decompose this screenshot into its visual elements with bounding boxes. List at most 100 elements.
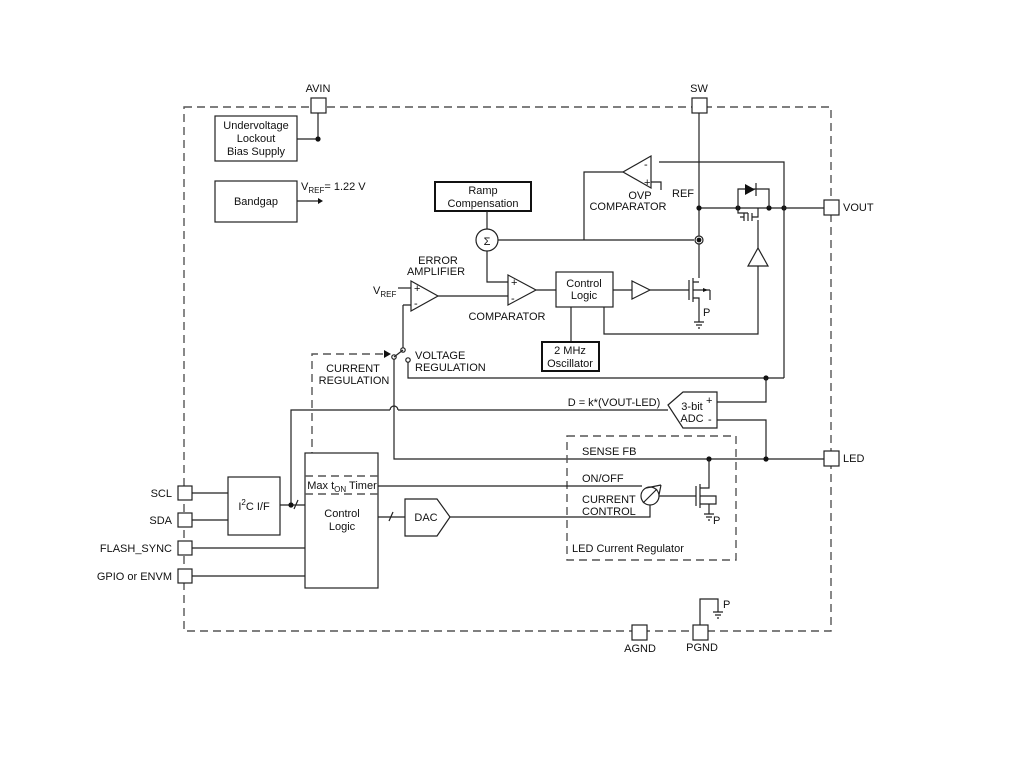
ramp-line-1: Ramp (468, 185, 497, 197)
error-amp-line-1: ERROR (418, 255, 458, 267)
voltage-regulation-line-2: REGULATION (415, 362, 486, 374)
sw-label: SW (690, 83, 708, 95)
variable-arrow-icon (642, 484, 662, 504)
nmos-icon (688, 278, 711, 322)
comparator-label: COMPARATOR (468, 311, 545, 323)
chip-boundary (183, 106, 832, 632)
vout-feedback-wire (659, 161, 785, 378)
ea-feedback-wire (402, 304, 411, 350)
avin-label: AVIN (306, 83, 331, 95)
error-amp-line-2: AMPLIFIER (407, 266, 465, 278)
junction-dot (288, 502, 294, 508)
sda-pin (177, 512, 193, 528)
max-ton-timer-label: Max tON Timer (307, 480, 377, 494)
current-control-line-1: CURRENT (582, 494, 636, 506)
ea-vref-label: VREF (373, 285, 396, 299)
control-logic-top-line-1: Control (566, 278, 601, 290)
diode-icon (745, 184, 755, 195)
sense-fb-wire (393, 359, 824, 460)
bus-slash (388, 511, 394, 522)
ovp-minus: - (644, 159, 648, 171)
uvlo-block (214, 115, 298, 162)
sda-label: SDA (149, 515, 172, 527)
diode-wire (737, 188, 770, 208)
adc-line-1: 3-bit (681, 401, 702, 413)
arrow-icon (703, 288, 708, 292)
flash-sync-label: FLASH_SYNC (100, 543, 172, 555)
i2c-label: I2C I/F (238, 498, 270, 513)
ground-icon (704, 513, 714, 521)
led-current-regulator-region (566, 435, 737, 561)
sw-pin (691, 97, 708, 114)
pmos-icon (737, 208, 759, 221)
oscillator-line-2: Oscillator (547, 358, 593, 370)
sense-fb-label: SENSE FB (582, 446, 636, 458)
adc-minus-wire (717, 419, 767, 459)
pgnd-label: PGND (686, 642, 718, 654)
led-label: LED (843, 453, 864, 465)
uvlo-line-3: Bias Supply (227, 146, 286, 158)
ground-icon (694, 321, 704, 329)
led-nmos-icon (695, 459, 717, 514)
current-control-line-2: CONTROL (582, 506, 636, 518)
d-equation: D = k*(VOUT-LED) (568, 397, 661, 409)
p-label-reg: P (713, 515, 720, 527)
junction-dot (696, 205, 702, 211)
current-control-wire (450, 505, 651, 518)
adc-line-2: ADC (680, 413, 703, 425)
current-regulation-line-1: CURRENT (326, 363, 380, 375)
avin-pin (310, 97, 327, 114)
pwm-comparator-triangle (507, 273, 538, 307)
bandgap-block (214, 180, 298, 223)
oscillator-block (541, 341, 600, 372)
control-logic-bottom-block (304, 452, 379, 589)
adc-output-wire (290, 409, 668, 505)
ovp-line-2: COMPARATOR (589, 201, 666, 213)
dac-label: DAC (414, 512, 437, 524)
pgnd-pin (692, 624, 709, 641)
current-regulation-line-2: REGULATION (319, 375, 390, 387)
adc-plus-wire (717, 378, 767, 403)
p-label-pgnd: P (723, 599, 730, 611)
uvlo-line-2: Lockout (237, 133, 276, 145)
junction-dot (696, 237, 702, 243)
adc-plus: + (706, 395, 712, 407)
vref-label: VREF= 1.22 V (301, 181, 366, 195)
ovp-plus: + (644, 177, 650, 189)
cmp-plus: + (511, 277, 517, 289)
gate-driver-triangle (631, 280, 652, 300)
pgnd-wire (699, 598, 719, 625)
flash-gpio-wires (192, 547, 305, 577)
junction-dot (763, 456, 769, 462)
ovp-input-wire (583, 171, 623, 240)
i2c-wires (192, 492, 228, 521)
error-amplifier-triangle (410, 279, 440, 313)
uvlo-line-1: Undervoltage (223, 120, 288, 132)
gpio-pin (177, 568, 193, 584)
adc-block (667, 391, 718, 429)
p-label-top: P (703, 307, 710, 319)
mode-switch (393, 349, 404, 358)
agnd-pin (631, 624, 648, 641)
vout-pin (823, 199, 840, 216)
arrow-icon (384, 350, 391, 358)
ovp-line-1: OVP (628, 190, 651, 202)
control-logic-top-block (555, 271, 614, 308)
gpio-label: GPIO or ENVM (97, 571, 172, 583)
switch-contact (405, 357, 411, 363)
bus-slash (293, 499, 299, 510)
oscillator-line-1: 2 MHz (554, 345, 586, 357)
avin-wire (297, 113, 319, 140)
buffer-triangle (746, 246, 770, 267)
flash-sync-pin (177, 540, 193, 556)
led-current-regulator-label: LED Current Regulator (572, 543, 684, 555)
led-pin (823, 450, 840, 467)
vout-label: VOUT (843, 202, 874, 214)
ramp-line-2: Compensation (448, 198, 519, 210)
control-logic-top-line-2: Logic (571, 290, 598, 302)
adc-minus: - (708, 414, 712, 426)
sigma-icon: Σ (484, 236, 491, 248)
ref-wire (651, 181, 662, 190)
current-regulation-dashed-wire (311, 353, 385, 460)
